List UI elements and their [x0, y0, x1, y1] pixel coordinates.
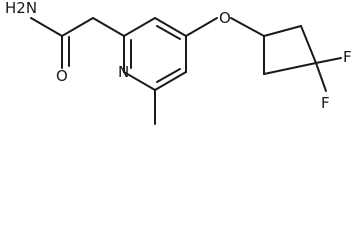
- ring-bond-c5-c6: [154, 71, 187, 91]
- bond-fluorine-bottom: [315, 62, 327, 92]
- molecule-canvas: H2N O N O F F: [5, 0, 352, 125]
- bond-ring-ether-oxygen: [185, 17, 218, 37]
- bond-fluorine-top: [315, 57, 342, 64]
- fluorine-bottom-label: F: [321, 94, 330, 112]
- ring-nitrogen-label: N: [118, 63, 129, 81]
- fluorine-top-label: F: [343, 48, 352, 66]
- cyclobutane-bond-top: [263, 25, 302, 37]
- bond-ch2-pyridine: [92, 17, 125, 37]
- bond-nh2-carbonyl: [30, 17, 63, 37]
- bond-layer: [30, 17, 342, 125]
- ring-bond-c6-n1: [123, 71, 156, 91]
- ether-oxygen-label: O: [219, 9, 231, 27]
- label-layer: H2N O N O F F: [5, 0, 352, 112]
- ring-double-bond-bottom: [156, 68, 181, 83]
- cyclobutane-bond-right: [300, 25, 317, 64]
- ring-double-bond-top: [156, 25, 181, 40]
- carbonyl-oxygen-label: O: [56, 67, 68, 85]
- structure-diagram: H2N O N O F F: [5, 0, 352, 125]
- ring-bond-c3-c4: [154, 17, 187, 37]
- cyclobutane-bond-bottom: [263, 62, 317, 75]
- ring-bond-c2-c3: [123, 17, 156, 37]
- bond-ether-cyclobutane: [230, 17, 265, 37]
- amide-nitrogen-label: H2N: [5, 0, 37, 17]
- bond-carbonyl-ch2: [61, 17, 94, 37]
